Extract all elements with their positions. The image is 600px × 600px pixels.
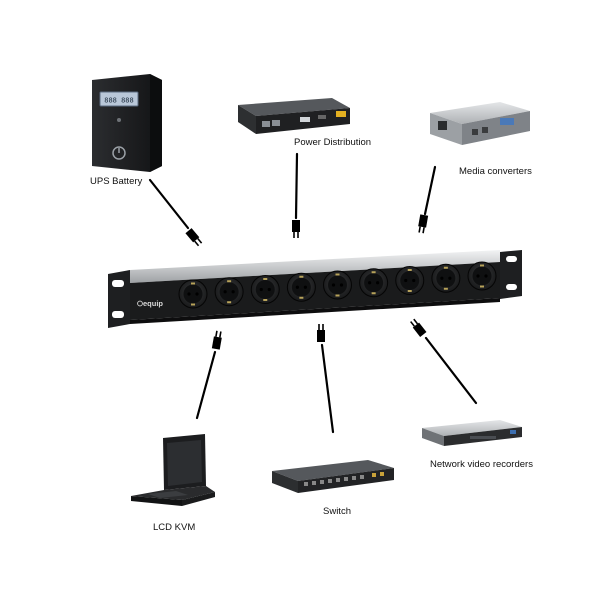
label-switch: Switch	[323, 506, 351, 517]
pdu-aluminum-rail	[130, 250, 500, 283]
keyboard-icon	[148, 491, 188, 498]
plug-icon	[211, 330, 222, 350]
label-power-distribution: Power Distribution	[294, 137, 372, 148]
power-button-icon	[112, 146, 126, 160]
plug-icon	[185, 228, 203, 247]
socket-icon	[323, 270, 352, 300]
cable-nvr	[424, 336, 478, 405]
ethernet-port-icon	[438, 121, 447, 130]
brand-logo-text: equip	[143, 299, 163, 308]
socket-icon	[286, 272, 316, 302]
cable-ups	[148, 178, 190, 230]
cable-lcd-kvm	[195, 350, 217, 420]
mounting-hole	[112, 311, 124, 318]
plug-icon	[418, 214, 429, 234]
brand-logo-icon	[137, 300, 143, 307]
socket-icon	[214, 277, 244, 307]
label-network-video-recorders: Network video recorders	[430, 459, 533, 470]
warning-label-icon	[336, 111, 346, 117]
socket-row	[178, 261, 497, 309]
nvr-device	[422, 420, 522, 446]
socket-icon	[431, 263, 461, 293]
plug-icon	[292, 220, 300, 238]
ups-lcd-text: 888 888	[104, 97, 134, 105]
ups-lcd-screen	[99, 91, 139, 107]
ups-battery-device: 888 888	[92, 74, 162, 172]
pdu-power-strip: equip	[108, 250, 522, 328]
plug-icon	[317, 324, 325, 342]
cable-media-converters	[423, 165, 437, 216]
network-switch-device	[272, 460, 394, 493]
cable-power-distribution	[294, 152, 299, 220]
mounting-hole	[112, 280, 124, 287]
mounting-hole	[506, 284, 517, 290]
socket-icon	[178, 279, 208, 309]
pdu-left-mounting-ear	[108, 270, 130, 328]
plug-icon	[410, 318, 427, 337]
brand-sticker-icon	[500, 118, 514, 125]
socket-icon	[359, 268, 389, 298]
nvr-led-icon	[510, 430, 516, 434]
label-lcd-kvm: LCD KVM	[153, 522, 196, 533]
label-ups-battery: UPS Battery	[90, 176, 143, 187]
lcd-kvm-device	[131, 434, 215, 506]
socket-icon	[250, 275, 280, 304]
mounting-hole	[506, 256, 517, 262]
socket-icon	[467, 261, 497, 291]
ups-indicator-led	[117, 118, 121, 122]
media-converter-device	[430, 102, 530, 145]
label-media-converters: Media converters	[459, 166, 532, 177]
cable-switch	[320, 343, 335, 434]
power-distribution-device	[238, 98, 350, 134]
socket-icon	[395, 266, 425, 295]
